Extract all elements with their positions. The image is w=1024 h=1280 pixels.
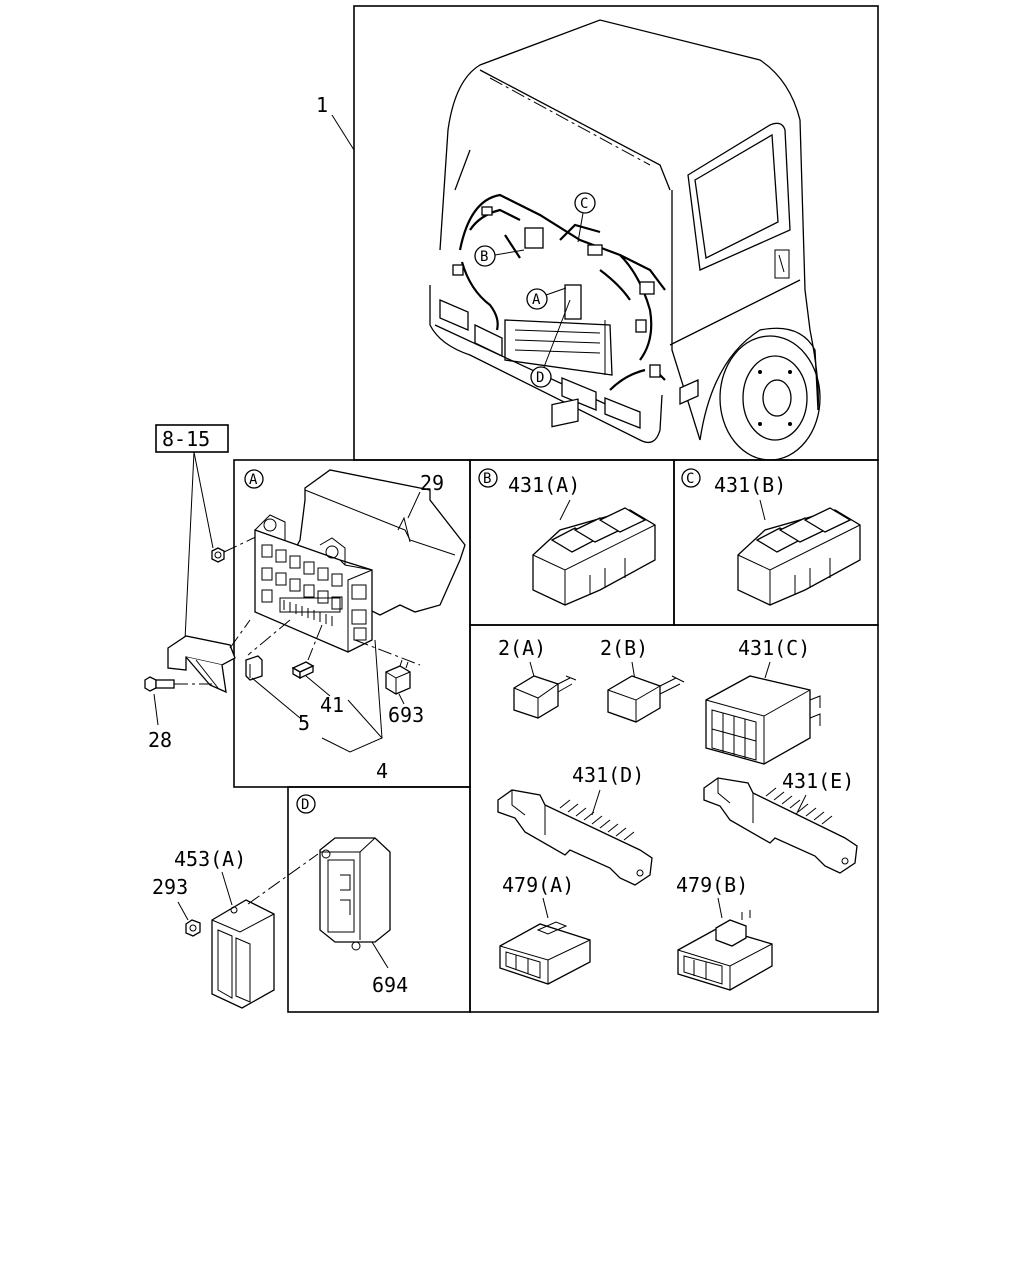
panel-c: C 431(B) bbox=[681, 468, 861, 606]
label-harness: 1 bbox=[316, 93, 328, 117]
connector-479a-icon bbox=[499, 921, 591, 985]
label-part-41: 41 bbox=[320, 693, 344, 717]
fuse-a-icon bbox=[513, 675, 577, 719]
label-module-694: 694 bbox=[372, 973, 408, 997]
callout-c-panel: C bbox=[686, 471, 694, 487]
callout-d-panel: D bbox=[301, 797, 309, 813]
label-cover: 29 bbox=[420, 471, 444, 495]
label-fuse-b: 2(B) bbox=[600, 636, 648, 660]
connector-431c-icon bbox=[705, 675, 821, 765]
cab-callouts: C B A D bbox=[474, 192, 596, 388]
label-479a: 479(A) bbox=[502, 873, 574, 897]
label-nut-293: 293 bbox=[152, 875, 188, 899]
panel-d: D 694 bbox=[296, 794, 408, 997]
callout-b-cab: B bbox=[480, 249, 488, 265]
label-453a: 453(A) bbox=[174, 847, 246, 871]
callout-b-panel: B bbox=[483, 471, 491, 487]
panel-a: A 29 bbox=[244, 469, 466, 783]
label-ref-box: 8-15 bbox=[162, 427, 210, 451]
connector-431a-icon bbox=[532, 398, 656, 606]
fuse-slots bbox=[261, 544, 367, 641]
label-relay-693: 693 bbox=[388, 703, 424, 727]
label-431d: 431(D) bbox=[572, 763, 644, 787]
callout-d-cab: D bbox=[536, 370, 544, 386]
connector-479b-icon bbox=[677, 910, 773, 991]
connector-431e-icon bbox=[703, 777, 858, 874]
label-431b: 431(B) bbox=[714, 473, 786, 497]
panel-frames bbox=[233, 5, 879, 1013]
label-fuse-a: 2(A) bbox=[498, 636, 546, 660]
bracket-icon bbox=[167, 635, 236, 694]
cover-453a-icon bbox=[211, 899, 275, 1009]
truck-cab-illustration bbox=[429, 19, 821, 461]
module-694-icon bbox=[319, 837, 391, 951]
nut-icon bbox=[211, 547, 225, 563]
relay-icon bbox=[385, 659, 411, 695]
connector-431d-icon bbox=[497, 789, 653, 886]
connector-431b-icon bbox=[737, 507, 861, 606]
label-431a: 431(A) bbox=[508, 473, 580, 497]
label-part-4: 4 bbox=[376, 759, 388, 783]
label-431e: 431(E) bbox=[782, 769, 854, 793]
label-431c: 431(C) bbox=[738, 636, 810, 660]
label-479b: 479(B) bbox=[676, 873, 748, 897]
panel-b: B 431(A) bbox=[478, 398, 656, 606]
fuse-b-icon bbox=[607, 675, 685, 723]
mini-fuse-icon bbox=[291, 661, 315, 680]
fuse-clip-icon bbox=[245, 655, 263, 681]
callout-c-cab: C bbox=[580, 196, 588, 212]
bolt-icon bbox=[144, 676, 175, 692]
part-453a-group: 453(A) 293 bbox=[152, 847, 319, 1009]
nut-293-icon bbox=[185, 919, 201, 937]
callout-a-panel: A bbox=[249, 472, 258, 488]
parts-panel: 2(A) 2(B) 431(C) 431(D) bbox=[497, 636, 858, 991]
label-bolt: 28 bbox=[148, 728, 172, 752]
callout-a-cab: A bbox=[532, 292, 541, 308]
label-part-5: 5 bbox=[298, 711, 310, 735]
